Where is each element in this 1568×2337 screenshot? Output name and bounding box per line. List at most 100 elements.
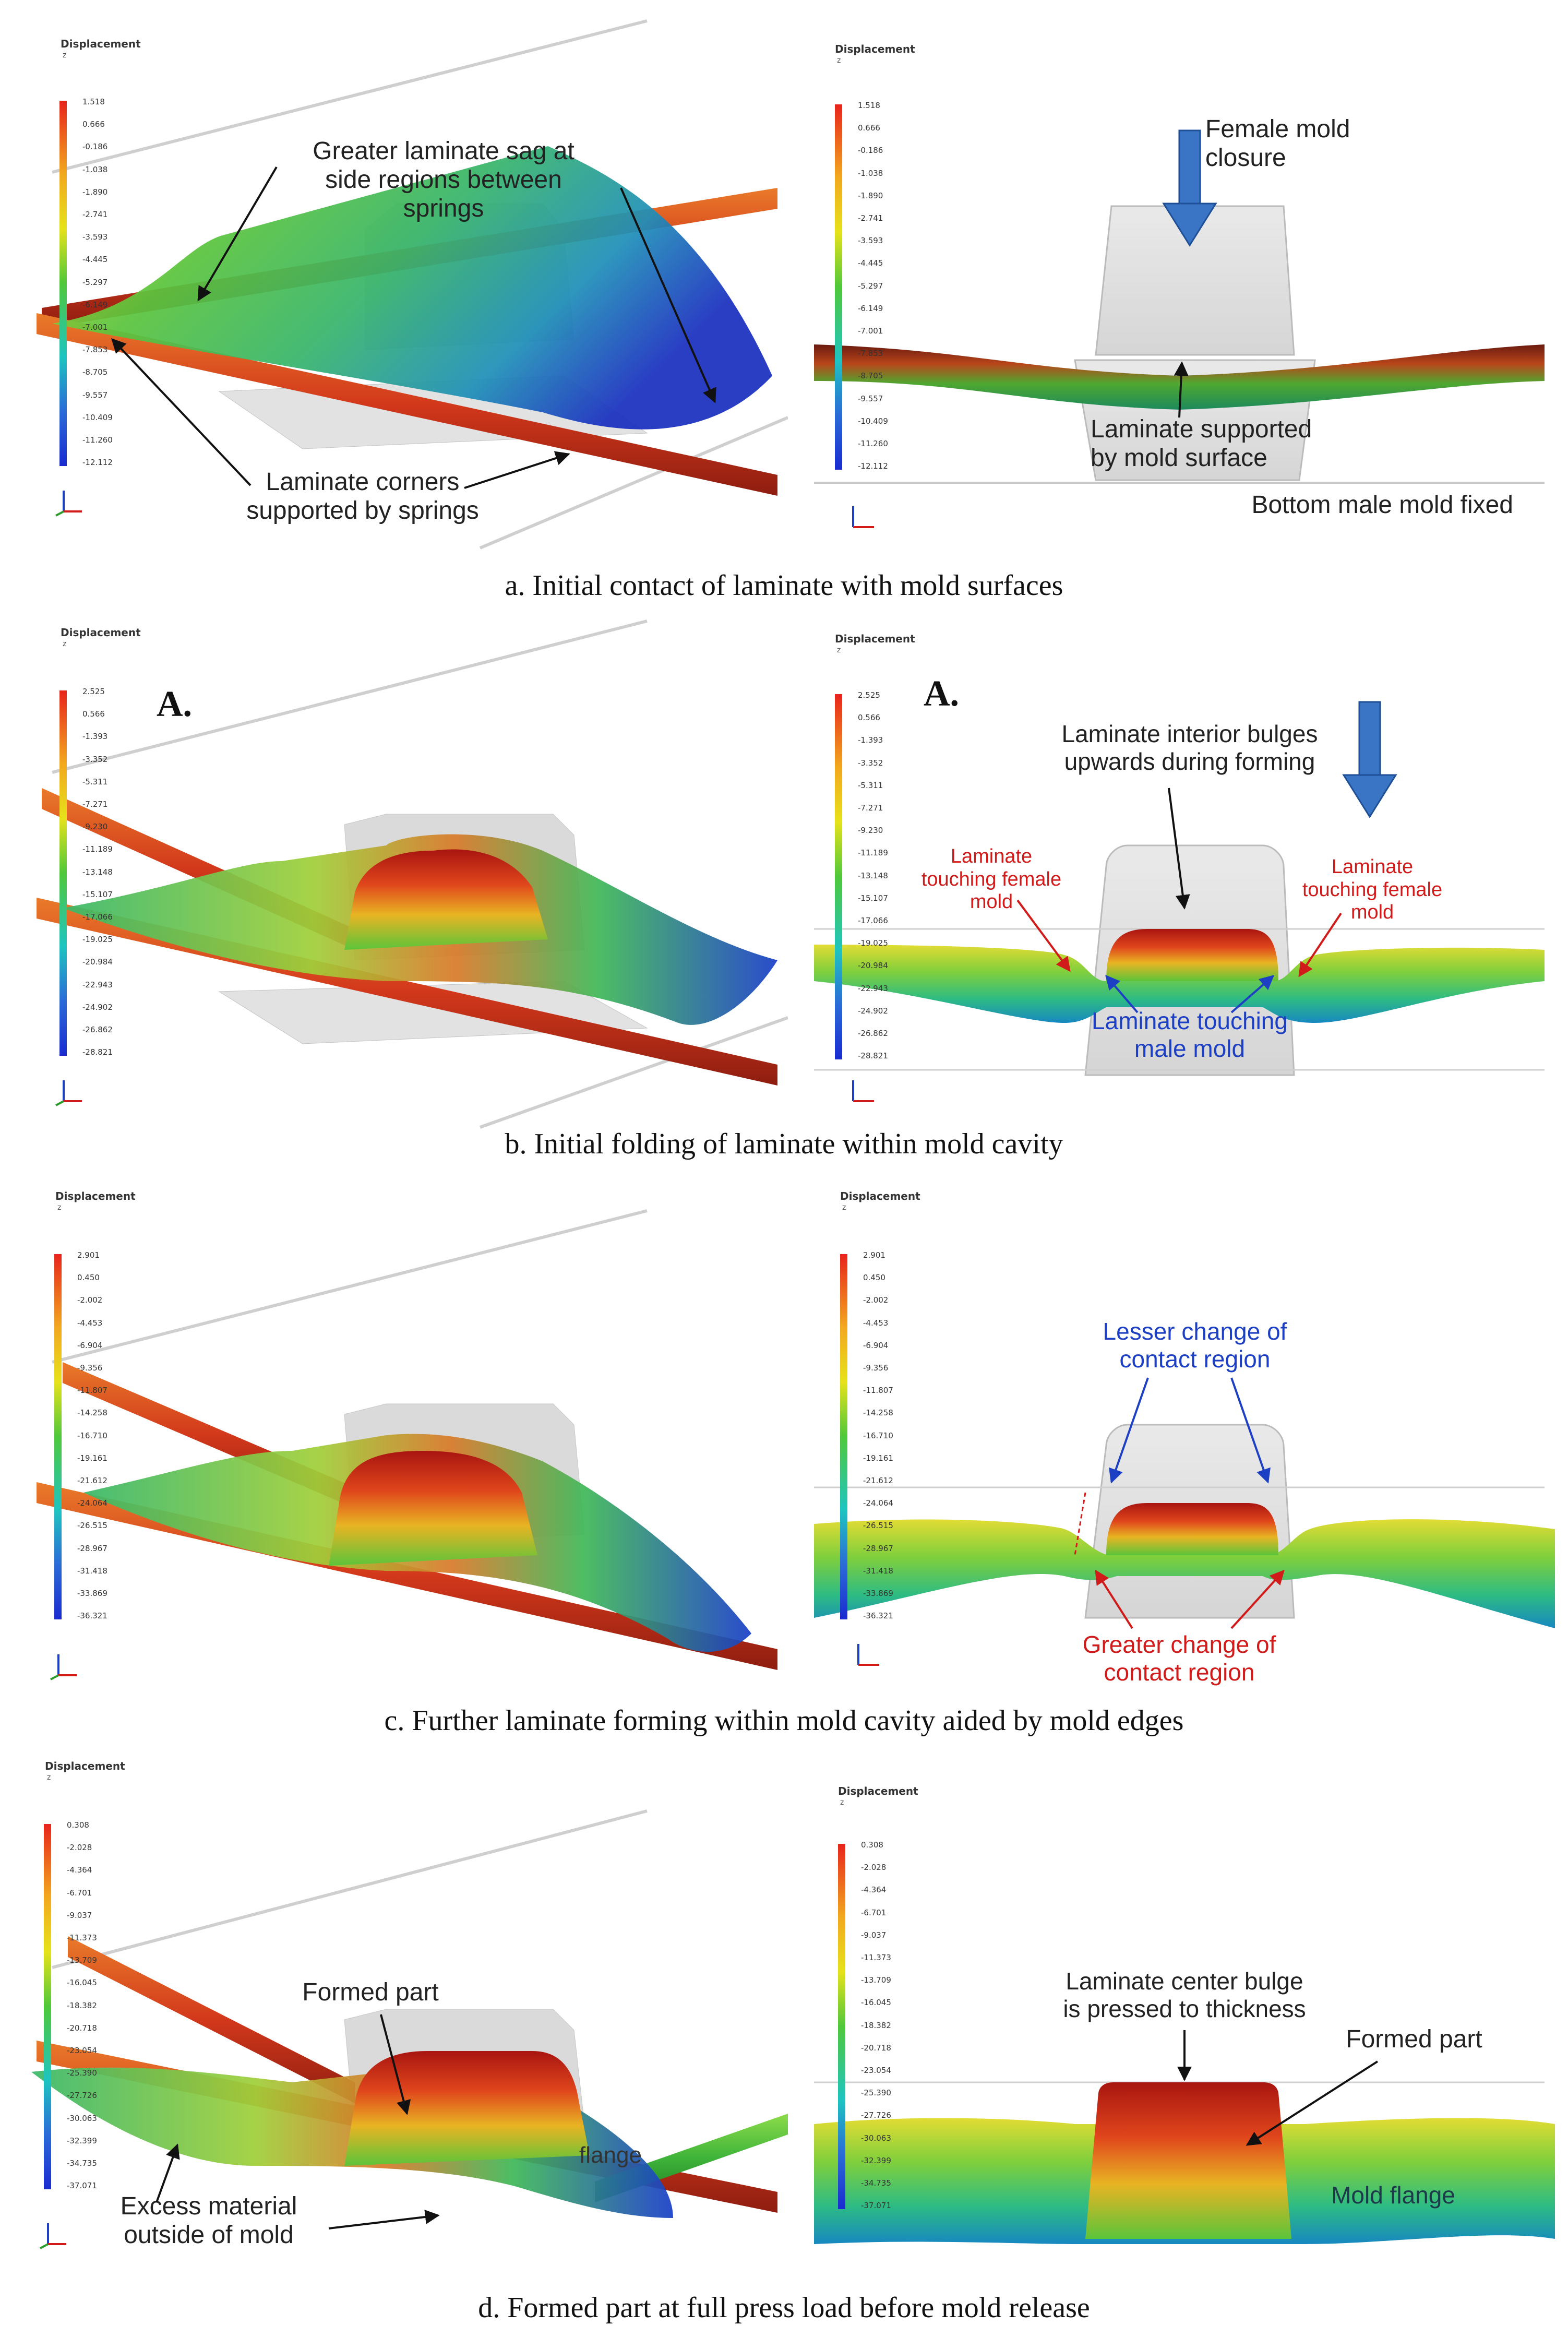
panel-a-left: Displacement z 1.518 0.666 -0.186 -1.038…	[21, 16, 788, 558]
tick: -11.807	[863, 1386, 893, 1395]
annotation-supported: Laminate supported by mold surface	[1091, 415, 1312, 472]
tick: -4.453	[863, 1318, 889, 1328]
tick: -27.726	[861, 2111, 891, 2120]
tick: 2.901	[863, 1250, 885, 1260]
tick: -28.821	[82, 1047, 113, 1057]
tick: -18.382	[861, 2021, 891, 2030]
panel-b-left: A. Displacement z 2.525 0.566 -1.393 -3.…	[21, 616, 788, 1138]
tick: 2.525	[82, 687, 105, 696]
tick: -21.612	[863, 1476, 893, 1485]
colorbar	[44, 1824, 51, 2189]
tick: -2.002	[77, 1295, 103, 1305]
tick: -16.710	[77, 1431, 107, 1440]
colorbar-title: Displacement	[61, 38, 141, 50]
annotation-excess: Excess material outside of mold	[120, 2192, 297, 2249]
tick: -13.148	[858, 871, 888, 880]
annotation-flange: flange	[579, 2142, 642, 2168]
axis-triad-icon	[845, 1075, 877, 1106]
tick: -4.445	[858, 258, 883, 268]
tick: -28.967	[77, 1544, 107, 1553]
tick: -9.037	[67, 1911, 92, 1920]
tick: -5.297	[858, 281, 883, 291]
colorbar-title: Displacement	[835, 633, 915, 645]
tick: -11.373	[67, 1933, 97, 1942]
annotation-touch-female-left: Laminate touching female mold	[921, 845, 1062, 913]
tick: -2.741	[82, 210, 108, 219]
tick: -17.066	[858, 916, 888, 925]
tick: 0.450	[863, 1273, 885, 1282]
tick: -2.028	[67, 1843, 92, 1852]
colorbar-subtitle: z	[63, 640, 67, 648]
tick: -9.557	[82, 390, 108, 400]
tick: -15.107	[858, 893, 888, 903]
tick: -6.149	[858, 304, 883, 313]
tick: -20.984	[82, 957, 113, 967]
tick: -6.701	[67, 1888, 92, 1898]
tick: -7.271	[858, 803, 883, 813]
tick: -7.853	[858, 349, 883, 358]
tick: -7.001	[858, 326, 883, 336]
tick: -9.356	[863, 1363, 889, 1373]
tick: 1.518	[82, 97, 105, 106]
colorbar	[59, 101, 67, 466]
annotation-sag: Greater laminate sag at side regions bet…	[313, 137, 574, 223]
axis-triad-icon	[845, 501, 877, 532]
tick: 0.566	[858, 713, 880, 722]
annotation-bottom-mold: Bottom male mold fixed	[1251, 491, 1513, 519]
tick: -27.726	[67, 2091, 97, 2100]
tick: -1.890	[858, 191, 883, 200]
tick: -5.311	[858, 781, 883, 790]
tick: -31.418	[77, 1566, 107, 1576]
tick: -25.390	[861, 2088, 891, 2097]
tick: -24.902	[858, 1006, 888, 1016]
tick: -25.390	[67, 2068, 97, 2078]
tick: -19.161	[863, 1453, 893, 1463]
tick: -12.112	[82, 458, 113, 467]
annotation-lesser-change: Lesser change of contact region	[1103, 1318, 1287, 1373]
annotation-formed-part: Formed part	[302, 1978, 439, 2006]
tick: -19.025	[858, 938, 888, 948]
tick: 0.308	[861, 1840, 883, 1850]
annotation-corners: Laminate corners supported by springs	[246, 468, 479, 525]
tick: -24.902	[82, 1003, 113, 1012]
annotation-touch-female-right: Laminate touching female mold	[1302, 856, 1443, 924]
tick: -3.593	[858, 236, 883, 245]
panel-c-left-render	[37, 1209, 777, 1670]
tick: -10.409	[858, 416, 888, 426]
colorbar-subtitle: z	[63, 51, 67, 59]
tick: -0.186	[858, 146, 883, 155]
marker-a: A.	[924, 674, 960, 714]
tick: -14.258	[863, 1408, 893, 1417]
tick: -26.862	[858, 1029, 888, 1038]
tick: -9.230	[858, 826, 883, 835]
caption-d: d. Formed part at full press load before…	[478, 2292, 1090, 2324]
tick: -34.735	[861, 2178, 891, 2188]
tick: -11.260	[82, 435, 113, 445]
tick: -19.161	[77, 1453, 107, 1463]
tick: -26.862	[82, 1025, 113, 1034]
tick: -23.054	[67, 2046, 97, 2055]
colorbar-subtitle: z	[840, 1798, 844, 1807]
panel-d-left-render	[31, 1809, 788, 2218]
tick: 0.450	[77, 1273, 100, 1282]
colorbar-subtitle: z	[837, 646, 841, 654]
tick: 2.901	[77, 1250, 100, 1260]
tick: -13.148	[82, 867, 113, 877]
tick: -17.066	[82, 912, 113, 922]
tick: -15.107	[82, 890, 113, 899]
tick: -28.821	[858, 1051, 888, 1060]
tick: -16.710	[863, 1431, 893, 1440]
panel-a-right: Displacement z 1.518 0.666 -0.186 -1.038…	[814, 16, 1555, 558]
caption-c: c. Further laminate forming within mold …	[384, 1704, 1184, 1737]
tick: -9.356	[77, 1363, 103, 1373]
tick: -11.373	[861, 1953, 891, 1962]
caption-b: b. Initial folding of laminate within mo…	[505, 1128, 1063, 1160]
axis-triad-icon	[851, 1639, 882, 1670]
tick: -6.904	[77, 1341, 103, 1350]
colorbar	[835, 694, 842, 1059]
annotation-greater-change: Greater change of contact region	[1082, 1631, 1276, 1686]
tick: 0.666	[82, 120, 105, 129]
panel-c-left: Displacement z 2.901 0.450 -2.002 -4.453…	[21, 1169, 788, 1701]
tick: 0.666	[858, 123, 880, 133]
tick: -9.557	[858, 394, 883, 403]
